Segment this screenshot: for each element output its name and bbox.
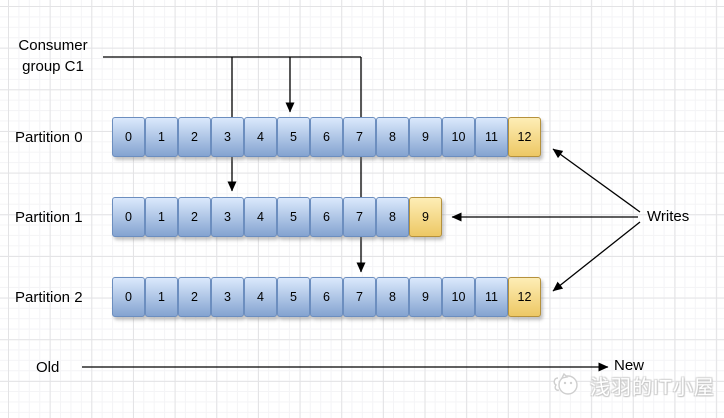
offset-cell: 9 — [409, 277, 442, 317]
offset-cell-latest: 12 — [508, 277, 541, 317]
offset-cell: 4 — [244, 117, 277, 157]
partition1-label: Partition 1 — [15, 209, 83, 226]
old-label: Old — [36, 359, 60, 376]
offset-cell: 8 — [376, 277, 409, 317]
cat-logo-icon — [553, 372, 578, 395]
offset-cell: 2 — [178, 277, 211, 317]
writes-label: Writes — [647, 208, 690, 225]
offset-cell: 1 — [145, 277, 178, 317]
offset-cell: 8 — [376, 197, 409, 237]
offset-cell: 3 — [211, 197, 244, 237]
offset-cell-latest: 9 — [409, 197, 442, 237]
offset-cell: 10 — [442, 117, 475, 157]
offset-cell: 5 — [277, 277, 310, 317]
watermark-text: 浅羽的IT小屋 — [590, 376, 715, 399]
offset-cell: 6 — [310, 117, 343, 157]
partition2-label: Partition 2 — [15, 289, 83, 306]
offset-cell: 7 — [343, 197, 376, 237]
offset-cell: 6 — [310, 197, 343, 237]
writes-arrow-to-partition0 — [552, 148, 641, 213]
offset-cell: 11 — [475, 277, 508, 317]
offset-cell: 2 — [178, 117, 211, 157]
offset-cell: 9 — [409, 117, 442, 157]
consumer-group-label: Consumer group C1 — [18, 37, 88, 75]
offset-cell-latest: 12 — [508, 117, 541, 157]
offset-cell: 10 — [442, 277, 475, 317]
offset-cell: 0 — [112, 197, 145, 237]
offset-cell: 4 — [244, 277, 277, 317]
offset-cell: 5 — [277, 197, 310, 237]
partition0-label: Partition 0 — [15, 129, 83, 146]
offset-cell: 3 — [211, 117, 244, 157]
writes-arrow-to-partition2 — [552, 221, 641, 292]
offset-cell: 11 — [475, 117, 508, 157]
offset-cell: 4 — [244, 197, 277, 237]
offset-cell: 6 — [310, 277, 343, 317]
new-label: New — [614, 357, 645, 374]
offset-cell: 0 — [112, 117, 145, 157]
offset-cell: 8 — [376, 117, 409, 157]
offset-cell: 0 — [112, 277, 145, 317]
offset-cell: 7 — [343, 277, 376, 317]
offset-cell: 1 — [145, 197, 178, 237]
watermark: 浅羽的IT小屋 — [552, 370, 715, 400]
offset-cell: 3 — [211, 277, 244, 317]
offset-cell: 1 — [145, 117, 178, 157]
offset-cell: 7 — [343, 117, 376, 157]
offset-cell: 2 — [178, 197, 211, 237]
offset-cell: 5 — [277, 117, 310, 157]
